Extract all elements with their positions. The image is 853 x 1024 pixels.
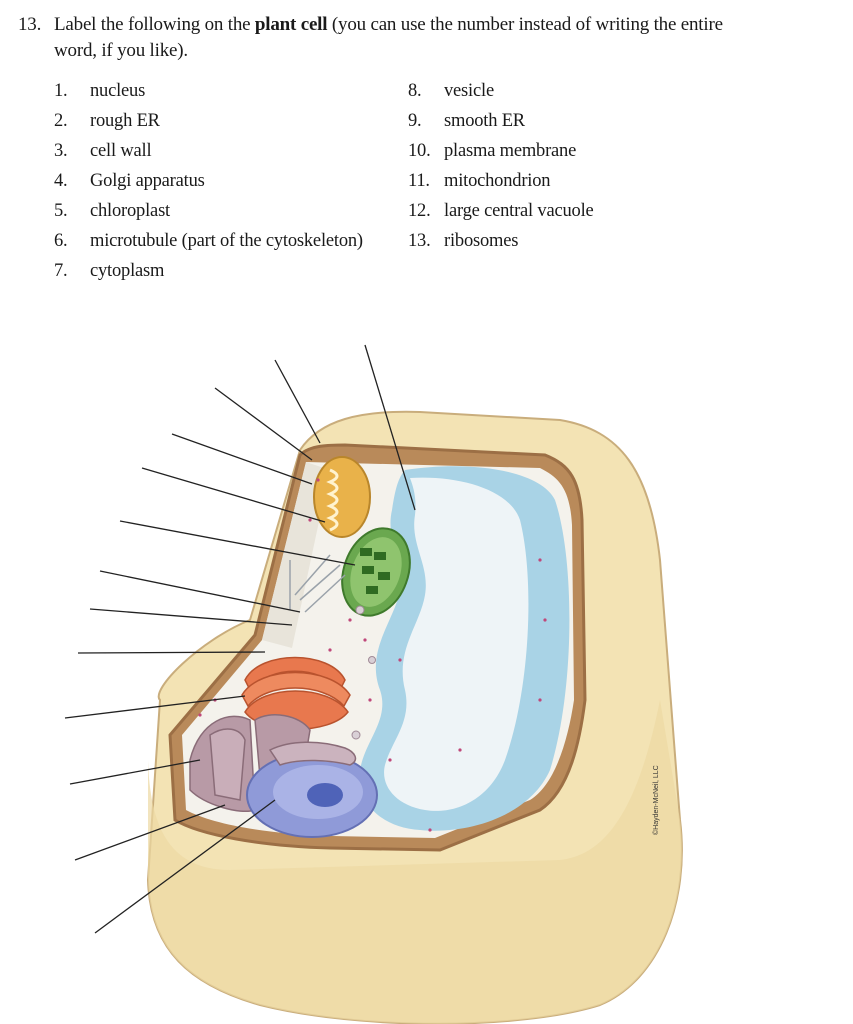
term-column-left: 1. nucleus 2. rough ER 3. cell wall 4. Golgi… (54, 78, 414, 288)
term-number: 11. (408, 171, 430, 191)
term-label: microtubule (part of the cytoskeleton) (90, 231, 363, 251)
term-label: large central vacuole (444, 201, 594, 221)
term-item: 1. nucleus (54, 78, 414, 108)
term-number: 6. (54, 231, 68, 251)
cell-wall-front (148, 700, 682, 1024)
term-label: nucleus (90, 81, 146, 101)
mitochondrion (313, 456, 371, 538)
term-label: cell wall (90, 141, 152, 161)
nucleus (246, 752, 378, 838)
question-text-after: (you can use the number instead of writi… (327, 14, 723, 35)
microtubules (289, 554, 346, 613)
question-line2: word, if you like). (54, 40, 188, 61)
term-item: 2. rough ER (54, 108, 414, 138)
label-leader-lines (64, 344, 416, 934)
term-number: 9. (408, 111, 422, 131)
vesicles (351, 605, 376, 740)
cytoplasm-side-face (262, 462, 330, 648)
term-label: plasma membrane (444, 141, 577, 161)
plant-cell-diagram (64, 344, 683, 1024)
term-item: 4. Golgi apparatus (54, 168, 414, 198)
chloroplast (341, 527, 411, 617)
smooth-er (268, 741, 357, 766)
term-number: 10. (408, 141, 431, 161)
term-label: ribosomes (444, 231, 519, 251)
term-item: 10. plasma membrane (408, 138, 668, 168)
term-number: 4. (54, 171, 68, 191)
term-item: 12. large central vacuole (408, 198, 668, 228)
term-number: 3. (54, 141, 68, 161)
term-number: 1. (54, 81, 68, 101)
term-item: 6. microtubule (part of the cytoskeleton) (54, 228, 414, 258)
term-number: 2. (54, 111, 68, 131)
central-vacuole-inner (384, 477, 529, 811)
question-prompt: 13. Label the following on the plant cell… (18, 12, 818, 64)
term-label: vesicle (444, 81, 494, 101)
term-label: smooth ER (444, 111, 525, 131)
term-number: 5. (54, 201, 68, 221)
term-item: 7. cytoplasm (54, 258, 414, 288)
term-item: 13. ribosomes (408, 228, 668, 258)
term-item: 11. mitochondrion (408, 168, 668, 198)
term-number: 12. (408, 201, 431, 221)
term-column-right: 8. vesicle 9. smooth ER 10. plasma membrane… (408, 78, 668, 258)
term-number: 7. (54, 261, 68, 281)
term-label: rough ER (90, 111, 160, 131)
question-text-before: Label the following on the (54, 14, 255, 35)
term-item: 3. cell wall (54, 138, 414, 168)
term-number: 8. (408, 81, 422, 101)
term-label: cytoplasm (90, 261, 165, 281)
term-label: chloroplast (90, 201, 171, 221)
term-item: 9. smooth ER (408, 108, 668, 138)
question-text-bold: plant cell (254, 14, 328, 35)
term-label: Golgi apparatus (90, 171, 205, 191)
term-number: 13. (408, 231, 431, 251)
image-credit: ©Hayden-McNeil, LLC (653, 765, 660, 835)
term-item: 5. chloroplast (54, 198, 414, 228)
term-item: 8. vesicle (408, 78, 668, 108)
question-number: 13. (18, 14, 42, 35)
term-label: mitochondrion (444, 171, 551, 191)
